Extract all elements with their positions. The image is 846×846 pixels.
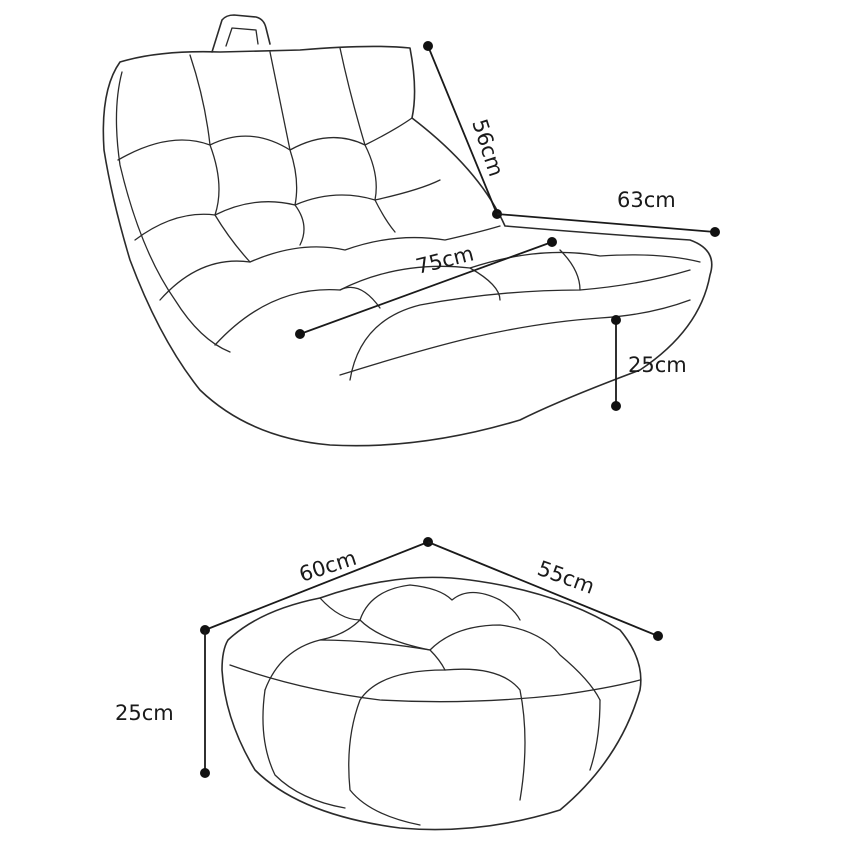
ottoman-height-label: 25cm xyxy=(115,701,174,725)
ottoman-tuft-center xyxy=(359,619,601,701)
chair-back-vert-1 xyxy=(189,54,251,263)
chair-seat-height-end-top xyxy=(611,315,621,325)
ottoman-front-right xyxy=(444,668,526,801)
ottoman-height-end-bottom xyxy=(200,768,210,778)
ottoman-front-far-right xyxy=(589,699,601,771)
chair-handle xyxy=(211,14,271,53)
chair-back-height-line xyxy=(427,45,498,215)
floor-chair-drawing xyxy=(102,14,713,447)
ottoman-width-line xyxy=(204,541,429,631)
ottoman-front-center xyxy=(348,669,446,826)
chair-width-end xyxy=(710,227,720,237)
chair-outline xyxy=(102,45,713,447)
chair-back-vert-3 xyxy=(339,47,396,233)
chair-width-label: 63cm xyxy=(617,188,676,212)
chair-back-seam-3 xyxy=(159,225,501,301)
ottoman-front-left xyxy=(262,689,346,809)
ottoman-depth-label: 55cm xyxy=(534,556,597,599)
chair-seat-front-edge xyxy=(339,299,691,376)
chair-width-line xyxy=(496,213,716,233)
ottoman-top-edge xyxy=(229,664,641,703)
chair-length-end-left xyxy=(295,329,305,339)
chair-handle-inner xyxy=(225,27,259,47)
chair-back-seam-1 xyxy=(117,117,413,161)
chair-seat-vert-1 xyxy=(339,286,381,309)
ottoman-depth-line xyxy=(427,541,659,637)
ottoman-tuft-back xyxy=(319,584,521,621)
ottoman-outline xyxy=(221,576,642,831)
chair-seat-vert-3 xyxy=(559,249,581,291)
chair-back-height-label: 56cm xyxy=(467,116,508,179)
chair-left-bolster xyxy=(115,71,231,353)
chair-seat-front-roll xyxy=(349,269,691,381)
ottoman-tuft-mid xyxy=(319,639,446,671)
chair-length-end-right xyxy=(547,237,557,247)
ottoman-dimensions: 60cm 55cm 25cm xyxy=(115,537,663,778)
chair-seat-height-label: 25cm xyxy=(628,353,687,377)
ottoman-tuft-left xyxy=(264,619,361,691)
ottoman-drawing xyxy=(221,576,642,831)
chair-back-height-end-top xyxy=(423,41,433,51)
chair-back-vert-2 xyxy=(269,51,305,246)
ottoman-depth-end xyxy=(653,631,663,641)
chair-seat-height-end-bottom xyxy=(611,401,621,411)
chair-length-line xyxy=(299,241,553,335)
